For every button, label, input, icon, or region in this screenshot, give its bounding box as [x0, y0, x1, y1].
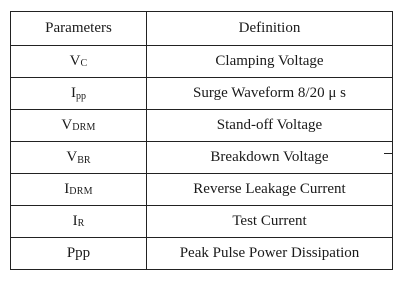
definition-cell: Clamping Voltage: [146, 45, 393, 78]
parameter-symbol: V: [61, 117, 73, 133]
table-row: VBR Breakdown Voltage: [10, 141, 393, 174]
header-definition: Definition: [146, 11, 393, 46]
parameter-cell: IR: [10, 205, 147, 238]
definition-cell: Reverse Leakage Current: [146, 173, 393, 206]
table-row: Ipp Surge Waveform 8/20 μ s: [10, 77, 393, 110]
parameter-subscript: pp: [76, 91, 86, 102]
parameter-symbol: I: [72, 213, 78, 229]
parameter-cell: VC: [10, 45, 147, 78]
table-row: IR Test Current: [10, 205, 393, 238]
parameter-symbol: Ppp: [66, 245, 91, 261]
parameter-cell: Ipp: [10, 77, 147, 110]
definition-cell: Peak Pulse Power Dissipation: [146, 237, 393, 270]
parameter-symbol: I: [71, 85, 76, 101]
parameters-table: Parameters Definition VC Clamping Voltag…: [10, 11, 393, 270]
definition-cell: Stand-off Voltage: [146, 109, 393, 142]
parameter-symbol: V: [66, 149, 78, 165]
parameter-subscript: BR: [77, 155, 91, 166]
parameter-cell: IDRM: [10, 173, 147, 206]
definition-cell: Surge Waveform 8/20 μ s: [146, 77, 393, 110]
definition-cell: Test Current: [146, 205, 393, 238]
parameter-subscript: R: [77, 218, 85, 229]
parameter-symbol: I: [64, 181, 70, 197]
definition-cell: Breakdown Voltage: [146, 141, 393, 174]
parameter-cell: VBR: [10, 141, 147, 174]
parameter-subscript: DRM: [72, 122, 96, 133]
margin-dash: [384, 153, 392, 154]
parameter-cell: VDRM: [10, 109, 147, 142]
parameter-subscript: C: [80, 58, 88, 69]
table-row: VDRM Stand-off Voltage: [10, 109, 393, 142]
table-row: Ppp Peak Pulse Power Dissipation: [10, 237, 393, 270]
table-header-row: Parameters Definition: [10, 11, 393, 46]
table-row: IDRM Reverse Leakage Current: [10, 173, 393, 206]
header-parameters: Parameters: [10, 11, 147, 46]
table-row: VC Clamping Voltage: [10, 45, 393, 78]
parameter-cell: Ppp: [10, 237, 147, 270]
parameter-symbol: V: [69, 53, 81, 69]
parameter-subscript: DRM: [69, 186, 93, 197]
